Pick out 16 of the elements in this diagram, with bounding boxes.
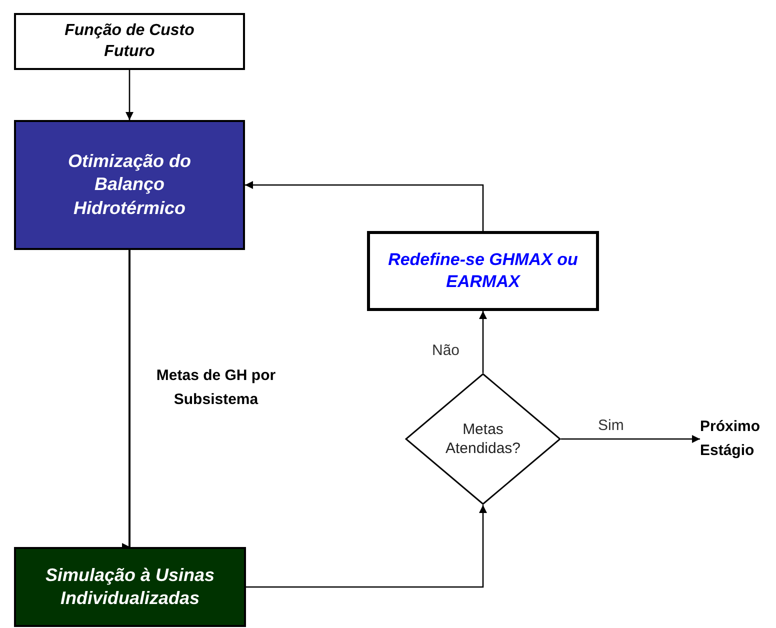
- process-box: [14, 547, 246, 627]
- box-text: Redefine-se GHMAX ou EARMAX: [387, 248, 579, 293]
- arrow: [245, 181, 484, 231]
- box-text: Otimização do Balanço Hidrotérmico: [66, 150, 192, 220]
- process-box: [367, 231, 599, 311]
- decision-diamond: [405, 373, 561, 505]
- end-label: Próximo Estágio: [700, 417, 762, 461]
- arrow: [246, 505, 487, 588]
- process-box: [14, 120, 245, 250]
- arrow: [126, 70, 134, 120]
- box-text: Função de Custo Futuro: [64, 20, 196, 62]
- box-text: Metas Atendidas?: [445, 420, 521, 458]
- process-box: [14, 13, 245, 70]
- arrow: [561, 435, 700, 443]
- arrow: [479, 311, 487, 373]
- box-text: Simulação à Usinas Individualizadas: [44, 564, 216, 610]
